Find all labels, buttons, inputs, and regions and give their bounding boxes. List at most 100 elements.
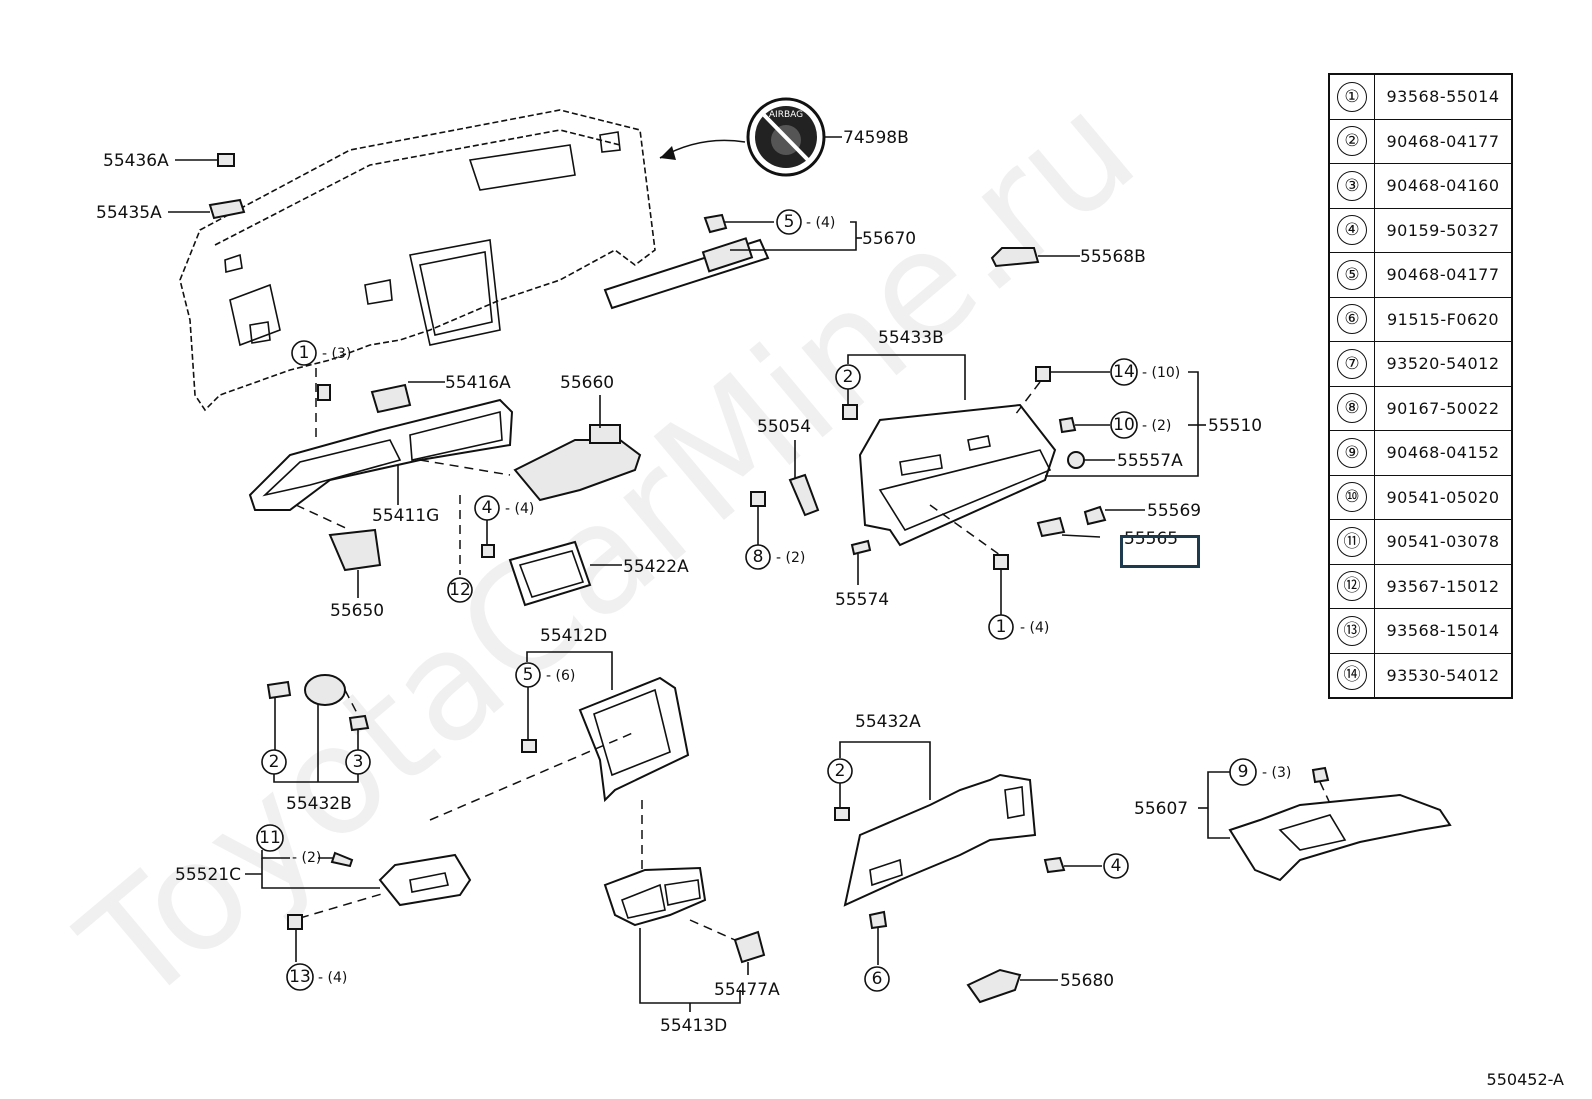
ref-number: ⑤ bbox=[1337, 259, 1367, 290]
ref-part-number: 90468-04160 bbox=[1374, 163, 1513, 209]
part-label-55557A: 55557A bbox=[1117, 451, 1183, 471]
vent-55650 bbox=[328, 528, 382, 572]
part-label-74598B: 74598B bbox=[843, 128, 909, 148]
svg-text:- (6): - (6) bbox=[546, 668, 575, 684]
svg-text:14: 14 bbox=[1113, 362, 1135, 382]
ref-number: ⑨ bbox=[1337, 437, 1367, 468]
bezel-55422A bbox=[508, 540, 592, 607]
lock-55569 bbox=[1083, 505, 1107, 526]
ref-part-number: 90167-50022 bbox=[1374, 385, 1513, 431]
callout-5 bbox=[776, 209, 802, 235]
ref-part-number: 93567-15012 bbox=[1374, 563, 1513, 609]
svg-text:2: 2 bbox=[835, 761, 846, 781]
part-label-55565: 55565 bbox=[1124, 529, 1178, 549]
part-label-55569: 55569 bbox=[1147, 501, 1201, 521]
vent-55680 bbox=[966, 968, 1022, 1004]
part-label-55568B: 55568B bbox=[1080, 247, 1146, 267]
part-label-55436A: 55436A bbox=[103, 151, 169, 171]
svg-text:3: 3 bbox=[353, 752, 364, 772]
switch-55432B bbox=[304, 674, 346, 706]
ref-number: ⑭ bbox=[1337, 660, 1367, 691]
svg-text:- (3): - (3) bbox=[1262, 765, 1291, 781]
part-label-55412D: 55412D bbox=[540, 626, 607, 646]
part-label-55477A: 55477A bbox=[714, 980, 780, 1000]
svg-text:9: 9 bbox=[1238, 762, 1249, 782]
svg-text:12: 12 bbox=[449, 580, 471, 600]
ref-number: ⑧ bbox=[1337, 393, 1367, 424]
clip-55436A bbox=[217, 153, 235, 167]
ref-number: ② bbox=[1337, 126, 1367, 157]
callout-13 bbox=[286, 963, 314, 991]
svg-text:6: 6 bbox=[872, 969, 883, 989]
svg-text:2: 2 bbox=[269, 752, 280, 772]
part-label-55660: 55660 bbox=[560, 373, 614, 393]
part-label-55433B: 55433B bbox=[878, 328, 944, 348]
glove-box-55433B bbox=[858, 403, 1057, 547]
ref-number: ⑪ bbox=[1337, 526, 1367, 557]
cluster-panel-55411G bbox=[248, 398, 514, 511]
cover-55477A bbox=[733, 930, 766, 964]
callout-8 bbox=[745, 544, 771, 570]
ref-number: ③ bbox=[1337, 170, 1367, 201]
callout-1b bbox=[988, 614, 1014, 640]
callout-1 bbox=[291, 340, 317, 366]
svg-text:AIRBAG: AIRBAG bbox=[769, 110, 803, 120]
ref-number: ① bbox=[1337, 81, 1367, 112]
svg-text:- (4): - (4) bbox=[806, 215, 835, 231]
center-vent-55660 bbox=[513, 439, 642, 502]
callout-4b bbox=[1103, 853, 1129, 879]
svg-text:5: 5 bbox=[784, 212, 795, 232]
latch-55565 bbox=[1036, 516, 1066, 538]
ref-part-number: 90468-04177 bbox=[1374, 118, 1513, 164]
lower-panel-55432A bbox=[843, 773, 1037, 907]
ref-number: ⑦ bbox=[1337, 348, 1367, 379]
ref-part-number: 93568-55014 bbox=[1374, 73, 1513, 120]
part-label-55413D: 55413D bbox=[660, 1016, 727, 1036]
radio-frame-55412D bbox=[578, 676, 690, 803]
ashtray-55521C bbox=[378, 853, 472, 907]
ref-number: ⑥ bbox=[1337, 304, 1367, 335]
damper-55054 bbox=[788, 473, 820, 517]
part-label-55607: 55607 bbox=[1134, 799, 1188, 819]
part-label-55411G: 55411G bbox=[372, 506, 439, 526]
clip-55435A bbox=[208, 198, 246, 220]
ref-number: ④ bbox=[1337, 215, 1367, 246]
ref-part-number: 90468-04177 bbox=[1374, 252, 1513, 298]
svg-text:- (4): - (4) bbox=[318, 970, 347, 986]
ref-part-number: 93568-15014 bbox=[1374, 608, 1513, 654]
svg-text:8: 8 bbox=[753, 547, 764, 567]
svg-text:1: 1 bbox=[996, 617, 1007, 637]
arrow-head-icon bbox=[660, 146, 676, 160]
part-label-55416A: 55416A bbox=[445, 373, 511, 393]
airbag-badge-icon: AIRBAG bbox=[746, 97, 826, 177]
selected-part-highlight[interactable] bbox=[1120, 535, 1200, 568]
svg-text:- (3): - (3) bbox=[322, 346, 351, 362]
switch-55416A bbox=[370, 383, 412, 414]
svg-text:- (4): - (4) bbox=[1020, 620, 1049, 636]
svg-text:4: 4 bbox=[482, 498, 493, 518]
svg-text:10: 10 bbox=[1113, 415, 1135, 435]
part-label-55574: 55574 bbox=[835, 590, 889, 610]
part-label-55680: 55680 bbox=[1060, 971, 1114, 991]
ref-part-number: 90468-04152 bbox=[1374, 430, 1513, 476]
svg-text:- (2): - (2) bbox=[1142, 418, 1171, 434]
drawing-number: 550452-A bbox=[1486, 1070, 1564, 1089]
ref-part-number: 91515-F0620 bbox=[1374, 296, 1513, 342]
ref-number: ⑩ bbox=[1337, 482, 1367, 513]
svg-text:1: 1 bbox=[299, 343, 310, 363]
part-label-55670: 55670 bbox=[862, 229, 916, 249]
part-label-55435A: 55435A bbox=[96, 203, 162, 223]
svg-text:- (4): - (4) bbox=[505, 501, 534, 517]
